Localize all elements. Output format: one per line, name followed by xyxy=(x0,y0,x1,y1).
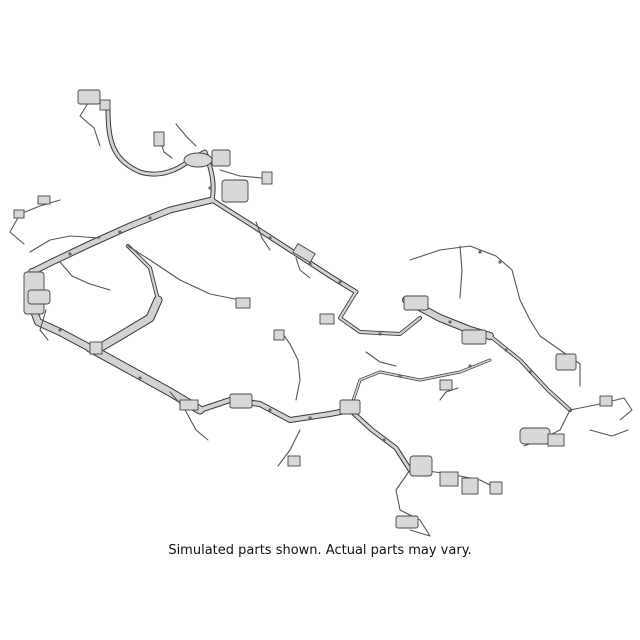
disclaimer-caption: Simulated parts shown. Actual parts may … xyxy=(168,543,472,558)
harness-connectors xyxy=(13,89,613,529)
harness-clips xyxy=(58,186,532,442)
harness-trunk-outline xyxy=(26,105,572,473)
